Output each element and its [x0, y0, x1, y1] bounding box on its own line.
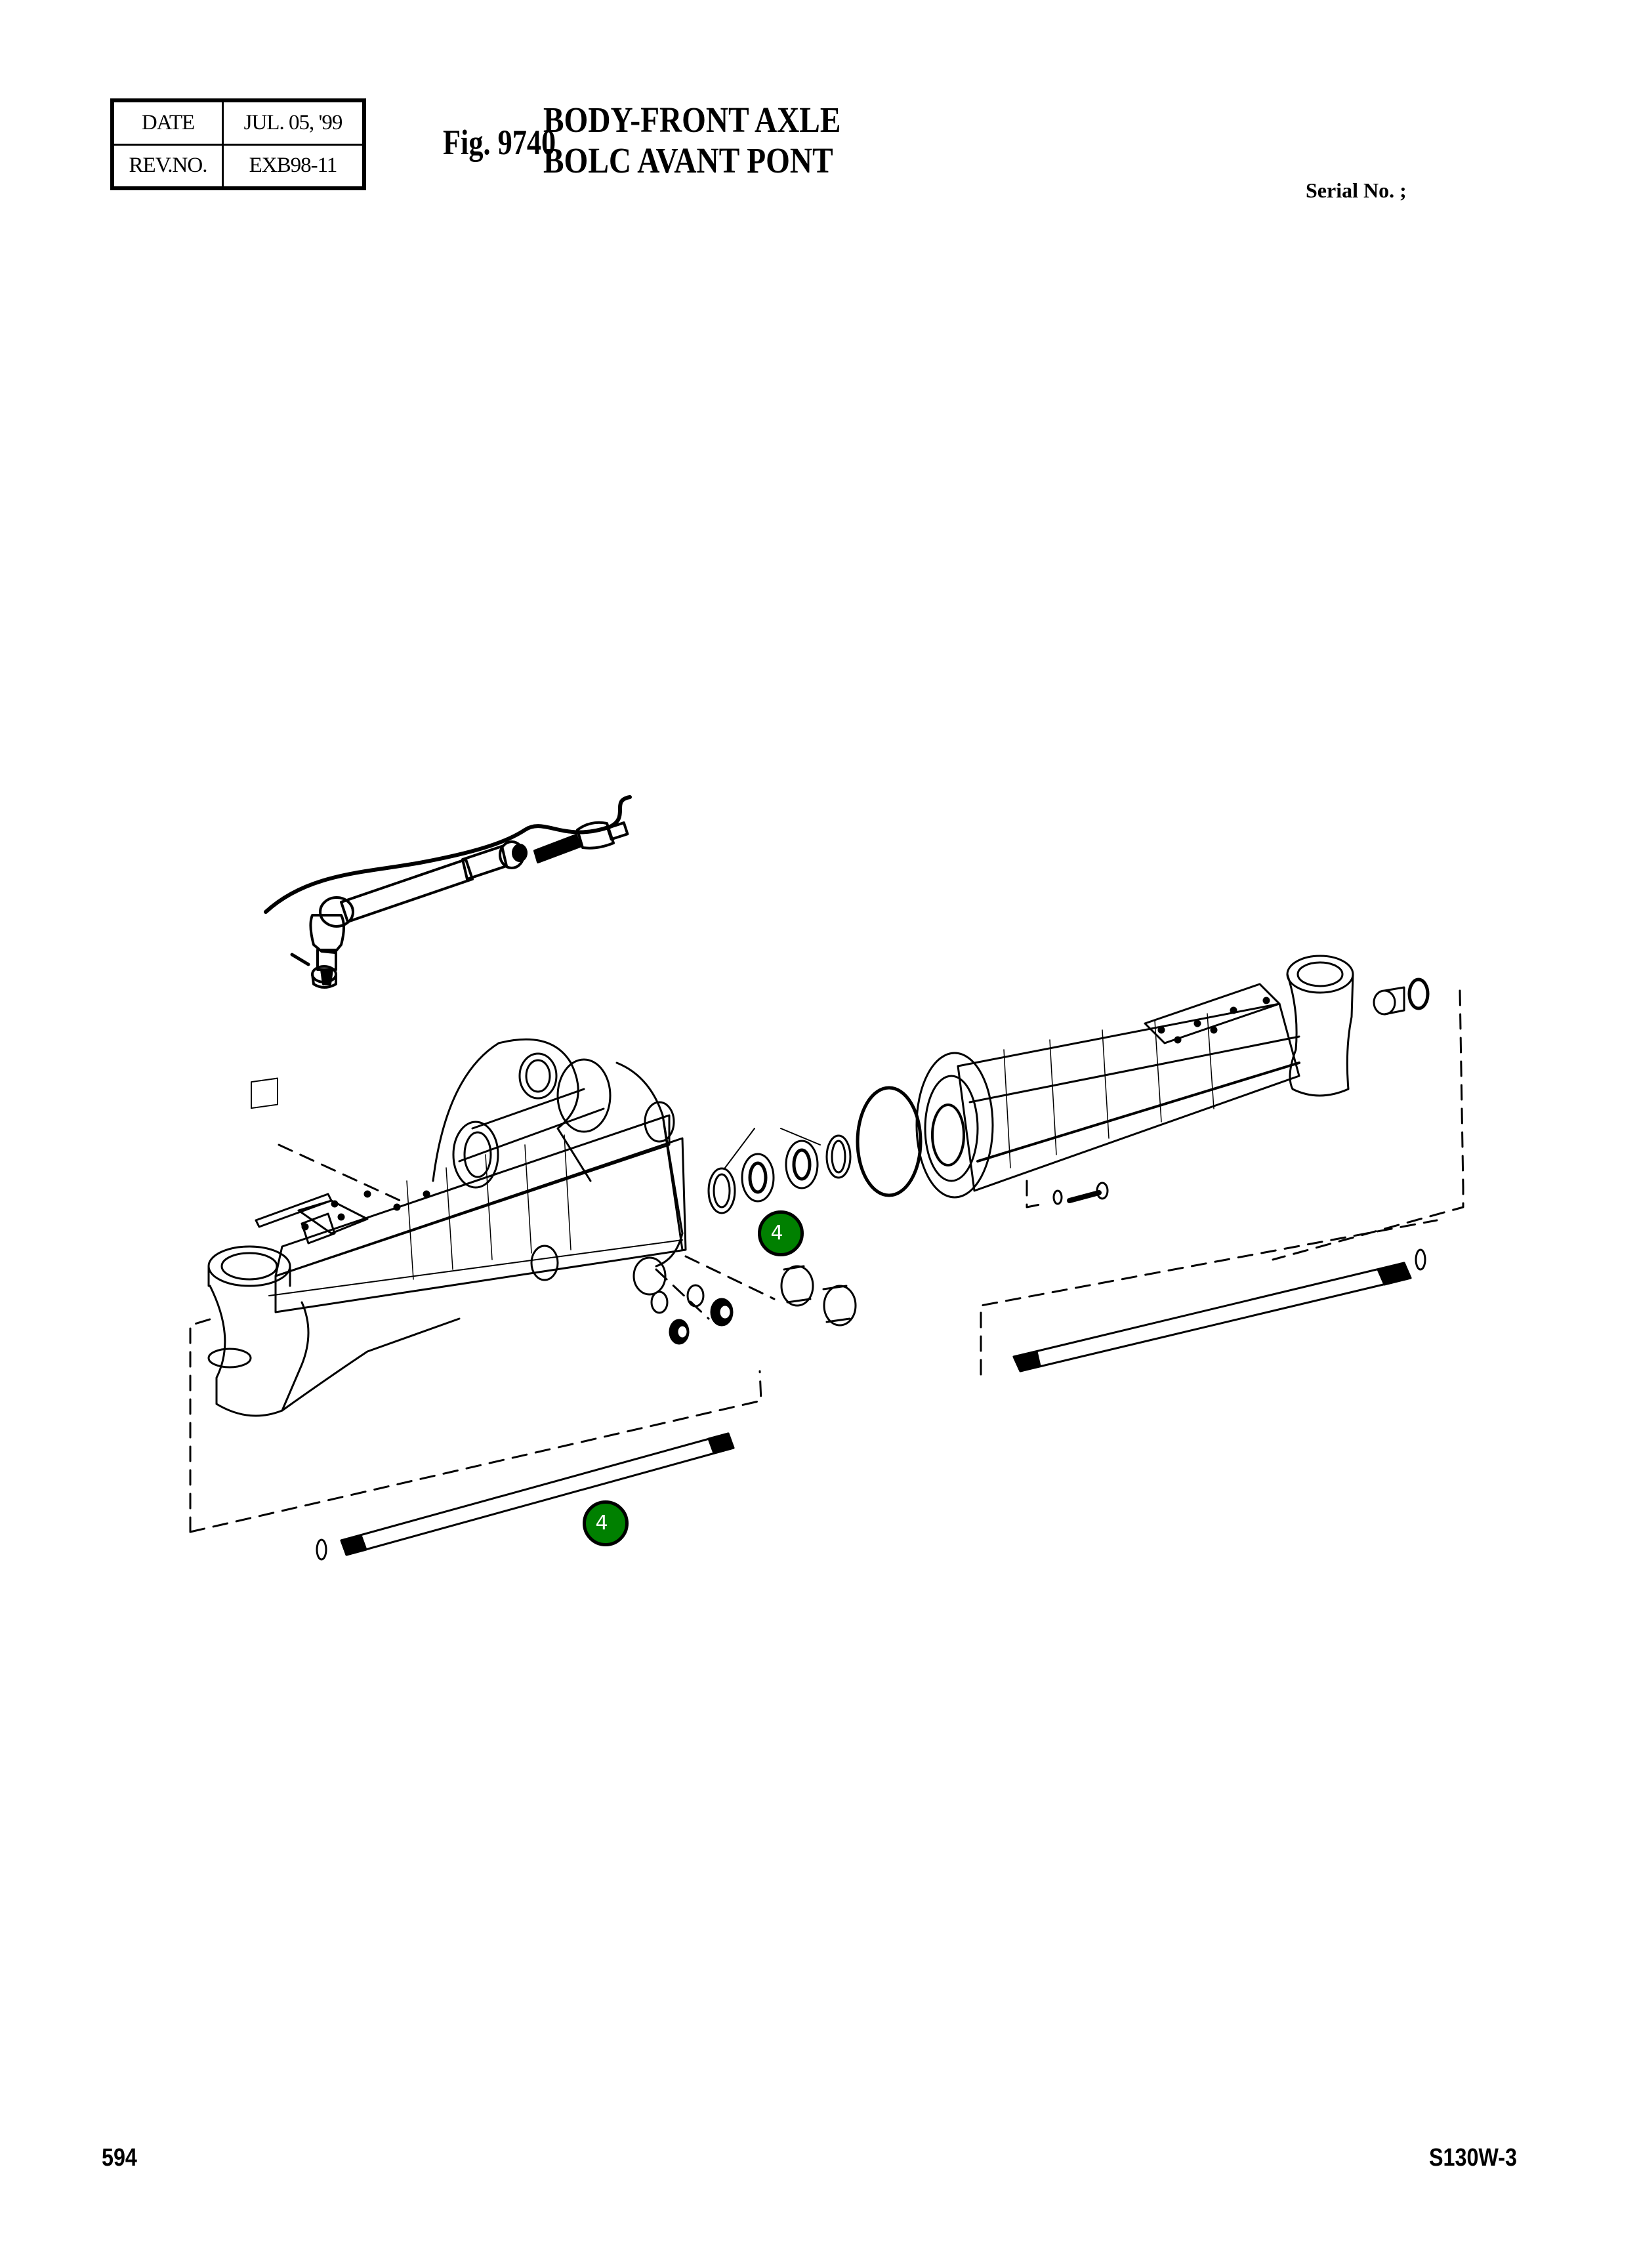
housing-flange [915, 1052, 994, 1199]
date-label: DATE [111, 99, 224, 146]
cotter-pin [290, 953, 310, 966]
top-pad-right [1144, 983, 1281, 1044]
tie-rod-assembly [264, 795, 632, 989]
o-ring [856, 1086, 923, 1197]
rev-no-value: EXB98-11 [222, 143, 365, 190]
plugs-and-washers [650, 1284, 734, 1345]
callout-axle-shaft[interactable]: 4 [583, 1500, 629, 1546]
drive-shaft-right [1012, 1248, 1426, 1372]
bearing-inner [741, 1153, 775, 1203]
clamp [499, 840, 528, 869]
date-value: JUL. 05, '99 [222, 99, 365, 146]
page-number: 594 [102, 2144, 137, 2172]
leader-lines [189, 989, 1464, 1533]
seal-left [707, 1167, 736, 1214]
housing-bolt [1052, 1182, 1109, 1205]
pivot-bore [452, 1121, 499, 1189]
right-bushing-seal [1373, 978, 1430, 1016]
kingpin-boss-bottom [207, 1348, 252, 1369]
revision-table: DATE JUL. 05, '99 REV.NO. EXB98-11 [110, 98, 366, 190]
bushings [780, 1265, 857, 1327]
steering-arm-outline [264, 795, 632, 914]
page-title: BODY-FRONT AXLE BOLC AVANT PONT [543, 100, 840, 181]
pivot-bracket [432, 1038, 592, 1182]
axle-outer-housing [915, 955, 1354, 1199]
model-name: S130W-3 [1429, 2144, 1517, 2172]
drive-shaft-left [316, 1432, 735, 1561]
callout-bearing-set[interactable]: 4 [758, 1210, 804, 1256]
callout-label: 4 [770, 1222, 783, 1245]
callout-label: 4 [595, 1512, 608, 1535]
title-english: BODY-FRONT AXLE [543, 100, 841, 140]
axle-center-housing [207, 1038, 687, 1417]
figure-number: Fig. 9740 [443, 123, 556, 162]
serial-number-label: Serial No. ; [1306, 178, 1407, 202]
tie-rod-tube [319, 845, 508, 928]
revision-row-revno: REV.NO. EXB98-11 [111, 143, 365, 190]
title-french: BOLC AVANT PONT [543, 140, 833, 180]
castle-nut [311, 965, 337, 989]
bearing-outer [785, 1140, 819, 1189]
bearing-set [707, 1086, 923, 1214]
rev-no-label: REV.NO. [111, 143, 224, 190]
ball-joint [309, 914, 345, 985]
seal-right [825, 1134, 852, 1179]
name-plate [251, 1077, 278, 1109]
mounting-pad [255, 1193, 336, 1245]
tie-rod-end [533, 821, 629, 863]
revision-row-date: DATE JUL. 05, '99 [111, 99, 365, 146]
